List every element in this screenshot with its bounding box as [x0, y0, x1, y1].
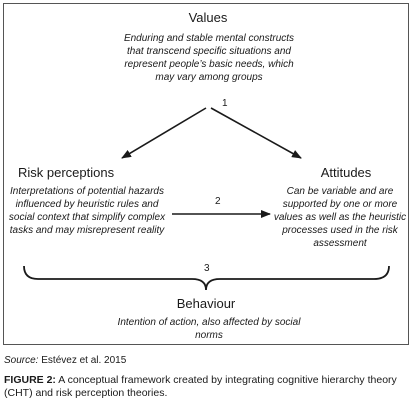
- caption-label: FIGURE 2:: [4, 374, 56, 386]
- figure-caption: FIGURE 2: A conceptual framework created…: [4, 374, 412, 400]
- arrow-values-to-attitudes: [210, 107, 302, 159]
- values-title: Values: [188, 10, 228, 25]
- source-text: Estévez et al. 2015: [41, 355, 127, 366]
- link-label-3: 3: [204, 263, 210, 274]
- attitudes-description: Can be variable and are supported by one…: [273, 186, 407, 249]
- risk-perceptions-description: Interpretations of potential hazards inf…: [8, 186, 166, 236]
- source-line: Source: Estévez et al. 2015: [4, 355, 126, 366]
- arrow-values-to-risk: [121, 107, 207, 159]
- caption-text: A conceptual framework created by integr…: [4, 374, 397, 399]
- values-description: Enduring and stable mental constructs th…: [123, 33, 295, 83]
- attitudes-title: Attitudes: [320, 165, 372, 180]
- link-label-1: 1: [222, 98, 228, 109]
- link-label-2: 2: [215, 196, 221, 207]
- figure-frame: [3, 3, 409, 345]
- risk-perceptions-title: Risk perceptions: [18, 165, 115, 180]
- behaviour-description: Intention of action, also affected by so…: [117, 317, 301, 341]
- source-label: Source:: [4, 355, 39, 366]
- behaviour-title: Behaviour: [176, 296, 236, 311]
- behaviour-brace: [23, 265, 390, 291]
